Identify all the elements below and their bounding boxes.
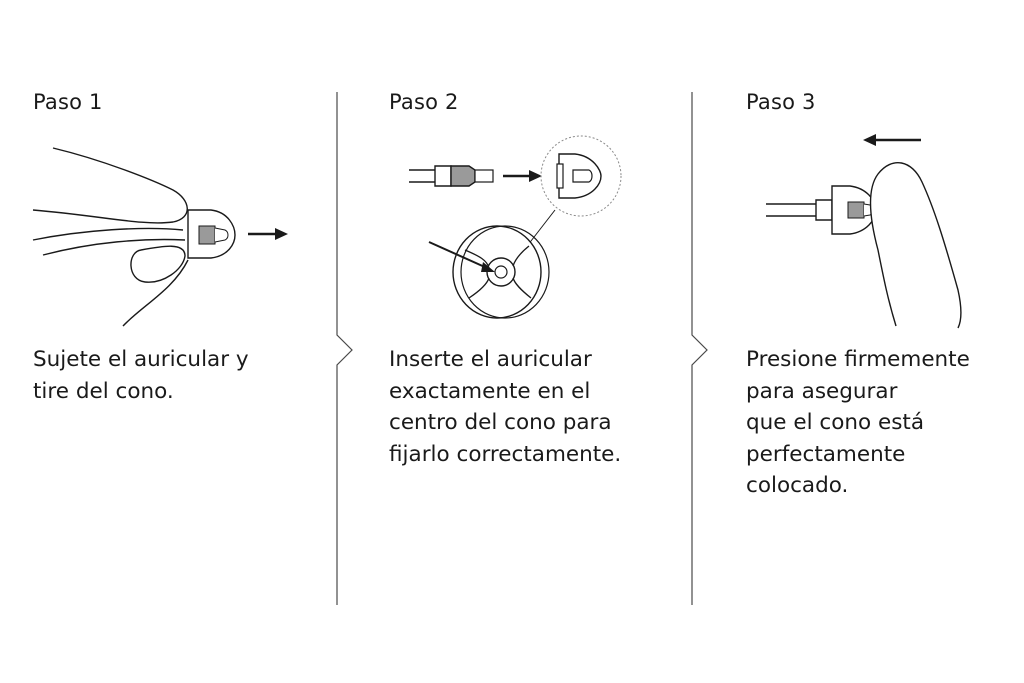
ear-tip-closeup-drawing (556, 153, 602, 199)
step-3: Paso 3 Presione firmemente para asegurar (746, 0, 1016, 683)
step-2-illustration (409, 135, 622, 319)
step-2-line: fijarlo correctamente. (389, 441, 622, 467)
cone-front-view-drawing (452, 225, 550, 319)
step-1-title: Paso 1 (33, 90, 103, 114)
step-3-line: colocado. (746, 473, 849, 498)
step-3-line: que el cono está (746, 410, 924, 435)
step-3-line: para asegurar (746, 378, 898, 404)
earphone-with-tip-drawing (815, 185, 877, 235)
step-3-line: Presione firmemente (746, 347, 970, 372)
step-1-line: tire del cono. (33, 378, 174, 404)
step-3-title: Paso 3 (746, 90, 816, 114)
step-1: Paso 1 Sujete el auricular y tire d (32, 0, 323, 683)
zoom-circle (540, 135, 622, 217)
insert-arrow-icon (503, 170, 542, 182)
ear-tip-drawing (187, 209, 236, 259)
step-2-line: centro del cono para (389, 410, 612, 435)
step-2: Paso 2 (389, 0, 679, 683)
step-1-line: Sujete el auricular y (33, 347, 249, 372)
earphone-drawing (409, 165, 494, 187)
step-1-illustration (32, 147, 288, 327)
step-2-text: Inserte el auricular exactamente en el c… (389, 344, 649, 470)
index-finger-drawing (32, 227, 186, 256)
insertion-guide-icon (428, 241, 495, 272)
step-1-text: Sujete el auricular y tire del cono. (33, 344, 293, 407)
step-2-line: Inserte el auricular (389, 347, 592, 372)
fingertip-drawing (130, 245, 186, 283)
finger-drawing (869, 161, 962, 329)
step-3-illustration (766, 134, 962, 329)
thumb-drawing (32, 147, 188, 224)
step-3-text: Presione firmemente para asegurar que el… (746, 344, 1006, 502)
push-arrow-icon (863, 134, 921, 146)
pull-arrow-icon (248, 228, 288, 240)
step-2-title: Paso 2 (389, 90, 459, 114)
step-3-line: perfectamente (746, 441, 906, 467)
step-2-line: exactamente en el (389, 378, 591, 404)
